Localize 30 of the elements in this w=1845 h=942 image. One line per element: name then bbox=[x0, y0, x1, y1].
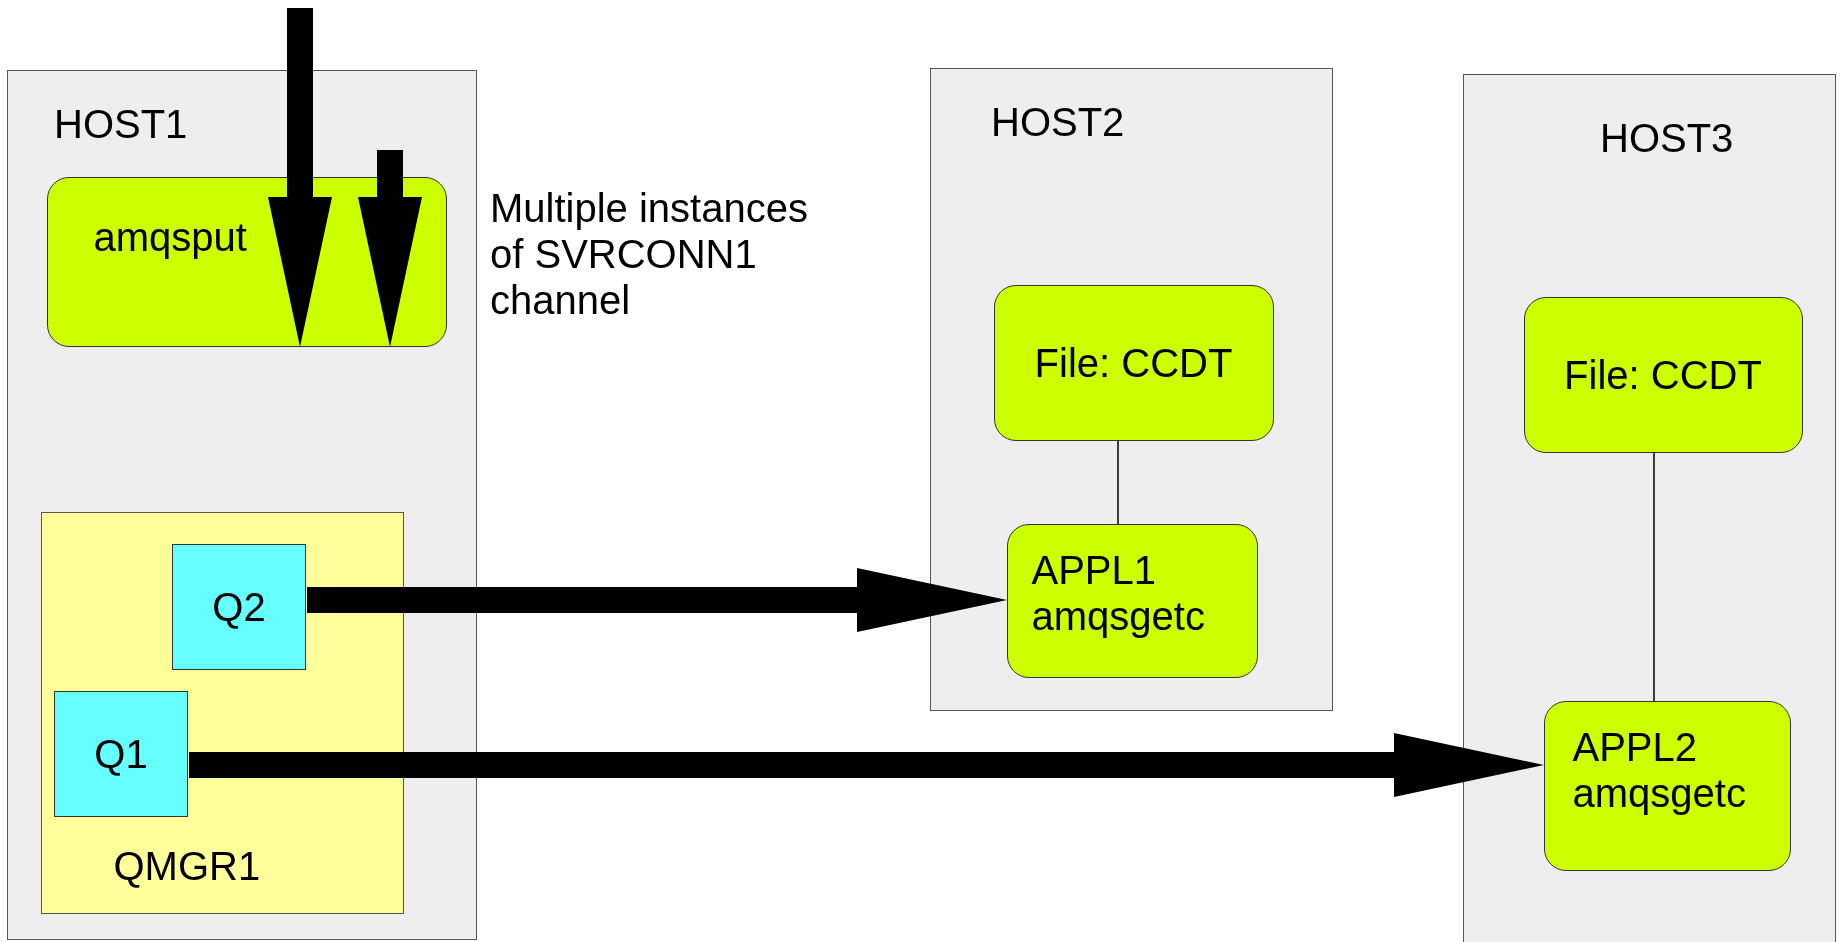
node-label: HOST3 bbox=[1600, 115, 1734, 161]
note-text: Multiple instances of SVRCONN1 channel bbox=[490, 185, 809, 323]
host-panel bbox=[930, 68, 1333, 711]
connector-line bbox=[1117, 440, 1119, 525]
host-panel bbox=[1463, 74, 1836, 942]
queue-manager-panel bbox=[40, 511, 404, 914]
application-box bbox=[1543, 700, 1791, 871]
node-label: Q1 bbox=[94, 731, 148, 777]
node-label: QMGR1 bbox=[113, 842, 261, 889]
application-box bbox=[1523, 296, 1803, 453]
application-box bbox=[993, 284, 1274, 441]
arrow bbox=[268, 8, 332, 347]
node-label: File: CCDT bbox=[1564, 351, 1762, 398]
host-panel bbox=[7, 70, 477, 940]
node-label: amqsgetc bbox=[1031, 592, 1205, 639]
queue-box bbox=[54, 691, 188, 817]
arrow bbox=[189, 733, 1544, 797]
node-label: amqsgetc bbox=[1572, 769, 1746, 816]
node-label: HOST2 bbox=[991, 99, 1125, 145]
connector-line bbox=[1653, 452, 1655, 702]
node-label: amqsput bbox=[93, 213, 247, 260]
arrow bbox=[358, 150, 422, 347]
queue-box bbox=[172, 544, 306, 670]
node-label: File: CCDT bbox=[1034, 339, 1233, 386]
node-label: HOST1 bbox=[54, 101, 188, 147]
node-label: APPL1 bbox=[1031, 546, 1157, 593]
node-label: APPL2 bbox=[1572, 723, 1698, 770]
arrow bbox=[307, 568, 1007, 632]
application-box bbox=[1006, 523, 1258, 678]
node-label: Q2 bbox=[212, 584, 266, 630]
